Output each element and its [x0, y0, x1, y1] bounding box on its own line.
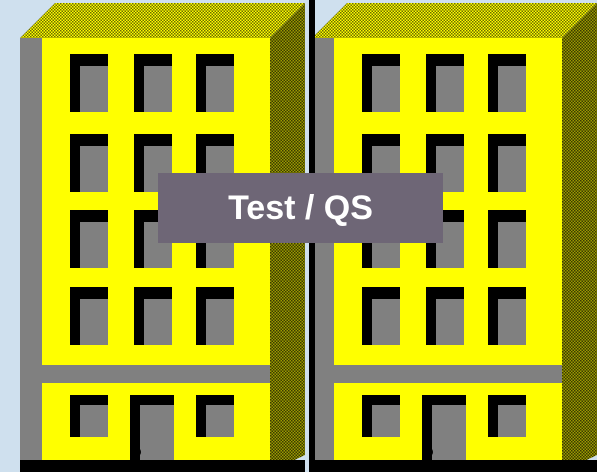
title-label: Test / QS [158, 173, 443, 243]
title-label-text: Test / QS [228, 188, 373, 227]
